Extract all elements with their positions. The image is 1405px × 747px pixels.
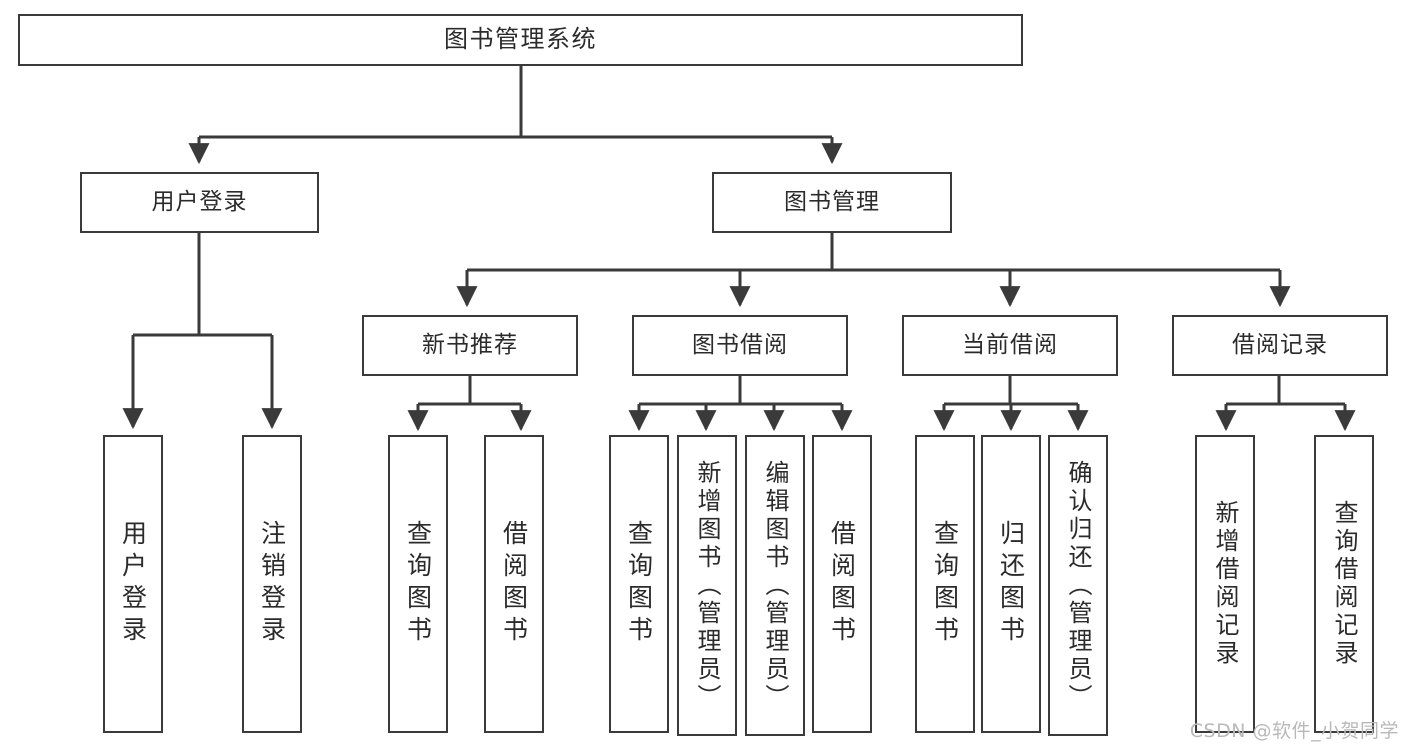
node-label: 新增图书（管理员） <box>693 459 721 712</box>
node-book-borrow[interactable]: 图书借阅 <box>632 315 848 376</box>
node-user-login[interactable]: 用户登录 <box>80 172 319 233</box>
node-borrow-record[interactable]: 借阅记录 <box>1172 315 1388 376</box>
node-label: 查询借阅记录 <box>1330 500 1358 668</box>
node-label: 图书管理 <box>784 189 880 216</box>
node-label: 用户登录 <box>118 520 148 648</box>
leaf-edit-book[interactable]: 编辑图书（管理员） <box>745 435 805 736</box>
node-label: 编辑图书（管理员） <box>761 459 789 712</box>
csdn-watermark: CSDN @软件_小贺同学 <box>1189 720 1399 742</box>
leaf-query-book-recommend[interactable]: 查询图书 <box>388 435 448 733</box>
leaf-borrow-book-borrow[interactable]: 借阅图书 <box>812 435 872 733</box>
node-label: 借阅图书 <box>827 520 857 648</box>
node-label: 用户登录 <box>151 189 248 216</box>
node-new-book-recommend[interactable]: 新书推荐 <box>362 315 578 376</box>
node-label: 注销登录 <box>257 520 287 648</box>
node-label: 借阅图书 <box>499 520 529 648</box>
node-label: 新增借阅记录 <box>1211 500 1239 668</box>
node-label: 确认归还（管理员） <box>1064 459 1092 712</box>
node-label: 归还图书 <box>996 520 1026 648</box>
node-label: 查询图书 <box>624 520 654 648</box>
node-root-system[interactable]: 图书管理系统 <box>18 14 1023 66</box>
leaf-confirm-return[interactable]: 确认归还（管理员） <box>1048 435 1108 736</box>
node-book-manage[interactable]: 图书管理 <box>712 172 952 233</box>
node-label: 新书推荐 <box>422 332 518 359</box>
node-label: 图书管理系统 <box>444 25 597 54</box>
node-label: 当前借阅 <box>962 332 1058 359</box>
leaf-query-book-borrow[interactable]: 查询图书 <box>609 435 669 733</box>
leaf-query-borrow-record[interactable]: 查询借阅记录 <box>1314 435 1374 733</box>
leaf-add-borrow-record[interactable]: 新增借阅记录 <box>1195 435 1255 733</box>
leaf-user-login[interactable]: 用户登录 <box>103 435 163 733</box>
leaf-return-book[interactable]: 归还图书 <box>981 435 1041 733</box>
node-label: 查询图书 <box>930 520 960 648</box>
node-label: 查询图书 <box>403 520 433 648</box>
leaf-borrow-book-recommend[interactable]: 借阅图书 <box>484 435 544 733</box>
leaf-query-book-current[interactable]: 查询图书 <box>915 435 975 733</box>
leaf-user-logout[interactable]: 注销登录 <box>242 435 302 733</box>
node-current-borrow[interactable]: 当前借阅 <box>902 315 1118 376</box>
leaf-add-book[interactable]: 新增图书（管理员） <box>677 435 737 736</box>
node-label: 借阅记录 <box>1232 332 1328 359</box>
node-label: 图书借阅 <box>692 332 788 359</box>
